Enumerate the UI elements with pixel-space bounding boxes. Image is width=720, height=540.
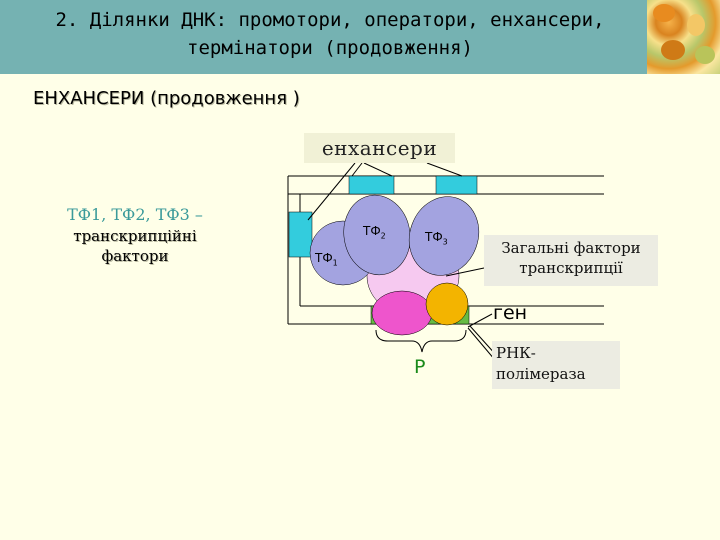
gene-pointer [467, 313, 493, 328]
tf-description: транскрипційні фактори [30, 226, 240, 266]
general-factors-line1: Загальні фактори [501, 239, 641, 257]
slide-title-line2: термінатори (продовження) [187, 37, 473, 59]
enhancer-box-1 [348, 175, 395, 195]
tf1-label-base: ТФ [315, 251, 333, 265]
tf3-protein [408, 196, 480, 276]
promoter-brace [375, 329, 467, 353]
general-factors-line2: транскрипції [519, 259, 623, 277]
rna-polymerase-line2: полімераза [496, 365, 586, 383]
rna-pol-pointer-2 [467, 327, 496, 361]
gene-label: ген [493, 302, 528, 324]
tf3-label-base: ТФ [425, 230, 443, 244]
enhancer-box-2 [435, 175, 478, 195]
tf3-label-index: 3 [442, 237, 448, 247]
tf2-protein [343, 194, 411, 276]
enhancers-label: енхансери [304, 133, 455, 163]
tf2-label-index: 2 [380, 231, 386, 241]
magenta-factor [371, 290, 433, 336]
slide-title: 2. Ділянки ДНК: промотори, оператори, ен… [0, 6, 660, 62]
enhancer-pointer-3 [426, 162, 463, 177]
tf-description-line2: фактори [101, 247, 169, 265]
title-bar [0, 0, 720, 74]
section-subtitle: ЕНХАНСЕРИ (продовження ) [33, 88, 300, 109]
decorative-corner-image [647, 0, 720, 74]
tf1-label-index: 1 [332, 258, 338, 268]
tf-description-line1: транскрипційні [73, 227, 197, 245]
tf2-label: ТФ2 [363, 224, 386, 240]
enhancer-pointer-1 [351, 162, 363, 177]
general-factors-label: Загальні фактори транскрипції [484, 235, 658, 286]
enhancer-pointer-2 [363, 162, 393, 177]
enhancer-box-3 [288, 211, 313, 258]
rna-polymerase [425, 282, 469, 326]
enhancer-pointer-4 [307, 162, 356, 221]
promoter-label: Р [414, 356, 426, 378]
rna-polymerase-label: РНК- полімераза [492, 341, 620, 389]
tf3-label: ТФ3 [425, 230, 448, 246]
general-factors-pointer [445, 267, 485, 277]
rna-polymerase-line1: РНК- [496, 344, 536, 362]
tf-list-label: ТФ1, ТФ2, ТФ3 – [67, 205, 203, 224]
tf2-label-base: ТФ [363, 224, 381, 238]
tf1-label: ТФ1 [315, 251, 338, 267]
slide-title-line1: 2. Ділянки ДНК: промотори, оператори, ен… [55, 9, 605, 31]
